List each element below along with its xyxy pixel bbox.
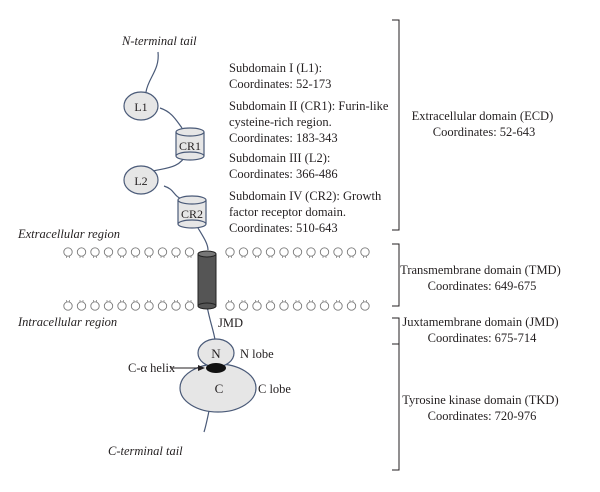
lipid-head [76,247,87,257]
ecd-bracket [392,19,400,231]
transmembrane-helix [197,250,217,310]
tkd-line-1: Tyrosine kinase domain (TKD) [402,393,558,407]
subdomain-i-line-1: Subdomain I (L1): [229,61,322,75]
lipid-head [306,301,316,311]
subdomain-iii-line-1: Subdomain III (L2): [229,151,330,165]
subdomain-iv-line-2: factor receptor domain. [229,205,346,219]
lipid-head [90,301,100,311]
lipid-head [252,247,262,257]
subdomain-iv-line-1: Subdomain IV (CR2): Growth [229,189,382,203]
n-terminal-label: N-terminal tail [121,34,197,48]
cr2-domain [177,195,207,229]
tkd-text: Tyrosine kinase domain (TKD) Coordinates… [402,393,562,423]
cr2-tmd-link [197,227,209,251]
l1-cr1-link [159,107,183,129]
lipid-head [292,247,303,257]
subdomain-ii-line-2: cysteine-rich region. [229,115,332,129]
l2-domain [123,165,159,195]
lipid-head [144,301,154,311]
lipid-head [225,301,235,311]
c-lobe-label: C lobe [258,382,291,396]
lipid-bilayer [63,247,370,311]
subdomain-ii-text: Subdomain II (CR1): Furin-like cysteine-… [229,99,392,145]
tkd-line-2: Coordinates: 720-976 [428,409,537,423]
lipid-head [252,301,262,311]
lipid-head [144,247,154,257]
lipid-head [63,247,73,257]
c-helix-label: C-α helix [128,361,176,375]
lipid-head [130,247,141,257]
lipid-head [103,301,114,311]
subdomain-ii-line-3: Coordinates: 183-343 [229,131,338,145]
intracellular-region-label: Intracellular region [17,315,117,329]
jmd-text: Juxtamembrane domain (JMD) Coordinates: … [402,315,561,345]
lipid-head [157,247,168,257]
lipid-head [292,301,303,311]
extracellular-region-label: Extracellular region [17,227,120,241]
lipid-head [333,301,343,311]
lipid-head [238,247,249,257]
cr1-label: CR1 [179,139,201,153]
n-lobe-label: N lobe [240,347,274,361]
lipid-head [319,301,330,311]
lipid-head [184,247,195,257]
lipid-head [346,247,357,257]
lipid-head [117,247,127,257]
jmd-line-1: Juxtamembrane domain (JMD) [402,315,558,329]
lipid-head [279,247,289,257]
lipid-head [103,247,114,257]
jmd-label: JMD [218,316,243,330]
l2-label: L2 [134,174,147,188]
lipid-head [184,301,195,311]
subdomain-iv-text: Subdomain IV (CR2): Growth factor recept… [229,189,384,235]
cr1-domain [175,127,205,161]
subdomain-ii-line-1: Subdomain II (CR1): Furin-like [229,99,389,113]
tkd-bracket [392,343,400,471]
jmd-bracket [392,317,400,345]
lipid-head [171,247,181,257]
lipid-head [360,301,370,311]
lipid-head [360,247,370,257]
tmd-line-1: Transmembrane domain (TMD) [400,263,561,277]
l1-domain [123,91,159,121]
lipid-head [306,247,316,257]
lipid-head [265,247,276,257]
tmd-bracket [392,243,400,307]
lipid-head [333,247,343,257]
l1-label: L1 [134,100,147,114]
jmd-chain [206,305,216,341]
c-terminal-label: C-terminal tail [108,444,183,458]
c-alpha-helix [206,363,226,373]
tmd-text: Transmembrane domain (TMD) Coordinates: … [400,263,564,293]
lipid-head [117,301,127,311]
lipid-head [319,247,330,257]
lipid-head [90,247,100,257]
lipid-head [279,301,289,311]
lipid-head [346,301,357,311]
c-label: C [215,381,224,396]
subdomain-i-line-2: Coordinates: 52-173 [229,77,331,91]
c-helix-arrowhead [198,365,205,371]
subdomain-iii-line-2: Coordinates: 366-486 [229,167,338,181]
ecd-line-1: Extracellular domain (ECD) [412,109,554,123]
lipid-head [171,301,181,311]
n-label: N [211,346,221,361]
lipid-head [63,301,73,311]
lipid-head [265,301,276,311]
n-terminal-chain [145,51,159,93]
lipid-head [225,247,235,257]
lipid-head [157,301,168,311]
subdomain-iv-line-3: Coordinates: 510-643 [229,221,338,235]
ecd-text: Extracellular domain (ECD) Coordinates: … [412,109,557,139]
lipid-head [238,301,249,311]
subdomain-iii-text: Subdomain III (L2): Coordinates: 366-486 [229,151,338,181]
lipid-head [76,301,87,311]
tmd-line-2: Coordinates: 649-675 [428,279,537,293]
ecd-line-2: Coordinates: 52-643 [433,125,535,139]
subdomain-i-text: Subdomain I (L1): Coordinates: 52-173 [229,61,331,91]
cr2-label: CR2 [181,207,203,221]
jmd-line-2: Coordinates: 675-714 [428,331,537,345]
lipid-head [130,301,141,311]
